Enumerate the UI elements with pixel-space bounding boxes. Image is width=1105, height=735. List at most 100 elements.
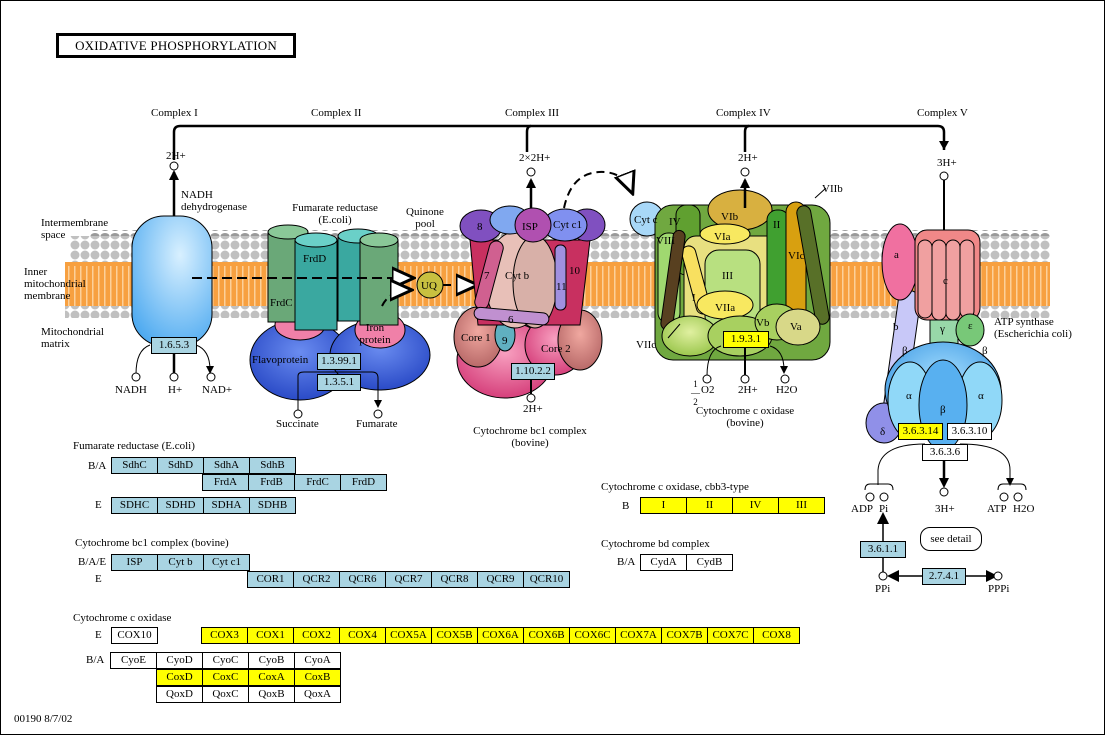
gene-cbb3-i[interactable]: I: [640, 497, 687, 514]
c4-sub-viia: VIIa: [715, 302, 736, 314]
c4-proton-in[interactable]: 2H+: [738, 384, 758, 396]
succinate-label[interactable]: Succinate: [276, 418, 319, 430]
gene-cyod[interactable]: CyoD: [156, 652, 203, 669]
h2o-label[interactable]: H2O: [1013, 503, 1035, 515]
gene-cox10[interactable]: COX10: [111, 627, 158, 644]
gene-qcr6[interactable]: QCR6: [339, 571, 386, 588]
ec-3-6-3-10[interactable]: 3.6.3.10: [947, 423, 992, 440]
c4-h2o[interactable]: H2O: [776, 384, 798, 396]
gene-sdhd[interactable]: SdhD: [157, 457, 204, 474]
complex-iii-shape: [453, 167, 632, 403]
gene-qcr8[interactable]: QCR8: [431, 571, 478, 588]
gene-sdhc[interactable]: SdhC: [111, 457, 158, 474]
gene-cbb3-iii[interactable]: III: [778, 497, 825, 514]
gene-cytc1[interactable]: Cyt c1: [203, 554, 250, 571]
complex-iv-label: Complex IV: [716, 107, 771, 119]
gene-isp[interactable]: ISP: [111, 554, 158, 571]
gene-frda[interactable]: FrdA: [202, 474, 249, 491]
gene-sdhb-e[interactable]: SDHB: [249, 497, 296, 514]
c5-sub-gamma: γ: [940, 323, 945, 335]
c3-proton-in: 2H+: [523, 403, 543, 415]
gene-qoxc[interactable]: QoxC: [202, 686, 249, 703]
ec-3-6-3-14[interactable]: 3.6.3.14: [898, 423, 943, 440]
gene-cox6b[interactable]: COX6B: [523, 627, 570, 644]
gene-qcr9[interactable]: QCR9: [477, 571, 524, 588]
gene-cyoe[interactable]: CyoE: [110, 652, 157, 669]
gene-cox6a[interactable]: COX6A: [477, 627, 524, 644]
gene-cox4[interactable]: COX4: [339, 627, 386, 644]
gene-cox5b[interactable]: COX5B: [431, 627, 478, 644]
c5-sub-beta-c: β: [940, 404, 946, 416]
gene-sdhb[interactable]: SdhB: [249, 457, 296, 474]
pi-label[interactable]: Pi: [879, 503, 889, 515]
gene-frdc[interactable]: FrdC: [294, 474, 341, 491]
gene-cyoa[interactable]: CyoA: [294, 652, 341, 669]
gene-qcr10[interactable]: QCR10: [523, 571, 570, 588]
gene-coxd[interactable]: CoxD: [156, 669, 203, 686]
gene-frdb[interactable]: FrdB: [248, 474, 295, 491]
fumarate-table-title: Fumarate reductase (E.coli): [73, 440, 195, 452]
bd-row-label: B/A: [617, 556, 636, 568]
c1-nadh[interactable]: NADH: [115, 384, 147, 396]
ec-1-3-99-1[interactable]: 1.3.99.1: [317, 353, 361, 370]
gene-qoxd[interactable]: QoxD: [156, 686, 203, 703]
c5-sub-epsilon: ε: [968, 320, 973, 332]
fumarate-row-e-label: E: [95, 499, 102, 511]
gene-sdhc-e[interactable]: SDHC: [111, 497, 158, 514]
ec-1-10-2-2[interactable]: 1.10.2.2: [511, 363, 555, 380]
gene-qoxa[interactable]: QoxA: [294, 686, 341, 703]
see-detail-button[interactable]: see detail: [920, 527, 982, 551]
gene-cyob[interactable]: CyoB: [248, 652, 295, 669]
c4-name: Cytochrome c oxidase(bovine): [695, 405, 795, 429]
gene-frdd[interactable]: FrdD: [340, 474, 387, 491]
gene-cbb3-iv[interactable]: IV: [732, 497, 779, 514]
c4-o2[interactable]: O2: [701, 384, 715, 396]
gene-coxb[interactable]: CoxB: [294, 669, 341, 686]
ec-3-6-3-6[interactable]: 3.6.3.6: [922, 444, 968, 461]
gene-cox7b[interactable]: COX7B: [661, 627, 708, 644]
gene-cox7a[interactable]: COX7A: [615, 627, 662, 644]
gene-qcr2[interactable]: QCR2: [293, 571, 340, 588]
gene-qcr7[interactable]: QCR7: [385, 571, 432, 588]
gene-cydb[interactable]: CydB: [686, 554, 733, 571]
gene-sdhd-e[interactable]: SDHD: [157, 497, 204, 514]
ec-1-9-3-1[interactable]: 1.9.3.1: [723, 331, 769, 348]
gene-cyoc[interactable]: CyoC: [202, 652, 249, 669]
gene-cor1[interactable]: COR1: [247, 571, 294, 588]
bc1-row-e-label: E: [95, 573, 102, 585]
gene-cox5a[interactable]: COX5A: [385, 627, 432, 644]
gene-cox8[interactable]: COX8: [753, 627, 800, 644]
c4-sub-viii: VIII: [656, 235, 675, 247]
complex-v-label: Complex V: [917, 107, 968, 119]
c3-sub-11: 11: [556, 281, 567, 293]
gene-coxc[interactable]: CoxC: [202, 669, 249, 686]
gene-cbb3-ii[interactable]: II: [686, 497, 733, 514]
ec-1-3-5-1[interactable]: 1.3.5.1: [317, 374, 361, 391]
gene-coxa[interactable]: CoxA: [248, 669, 295, 686]
c3-sub-isp: ISP: [522, 221, 538, 233]
gene-sdha-e[interactable]: SDHA: [203, 497, 250, 514]
c1-h[interactable]: H+: [168, 384, 183, 396]
gene-cyda[interactable]: CydA: [640, 554, 687, 571]
gene-cox7c[interactable]: COX7C: [707, 627, 754, 644]
gene-sdha[interactable]: SdhA: [203, 457, 250, 474]
ec-3-6-1-1[interactable]: 3.6.1.1: [860, 541, 906, 558]
gene-cox3[interactable]: COX3: [201, 627, 248, 644]
ppi-label[interactable]: PPi: [875, 583, 891, 595]
pppi-label[interactable]: PPPi: [988, 583, 1010, 595]
c1-nad[interactable]: NAD+: [202, 384, 233, 396]
gene-cox2[interactable]: COX2: [293, 627, 340, 644]
c3-sub-10: 10: [569, 265, 580, 277]
atp-label[interactable]: ATP: [987, 503, 1007, 515]
adp-label[interactable]: ADP: [851, 503, 874, 515]
gene-cox1[interactable]: COX1: [247, 627, 294, 644]
gene-cox6c[interactable]: COX6C: [569, 627, 616, 644]
ec-2-7-4-1[interactable]: 2.7.4.1: [922, 568, 966, 585]
ec-1-6-5-3[interactable]: 1.6.5.3: [151, 337, 197, 354]
fumarate-label[interactable]: Fumarate: [356, 418, 398, 430]
gene-qoxb[interactable]: QoxB: [248, 686, 295, 703]
gene-cytb[interactable]: Cyt b: [157, 554, 204, 571]
